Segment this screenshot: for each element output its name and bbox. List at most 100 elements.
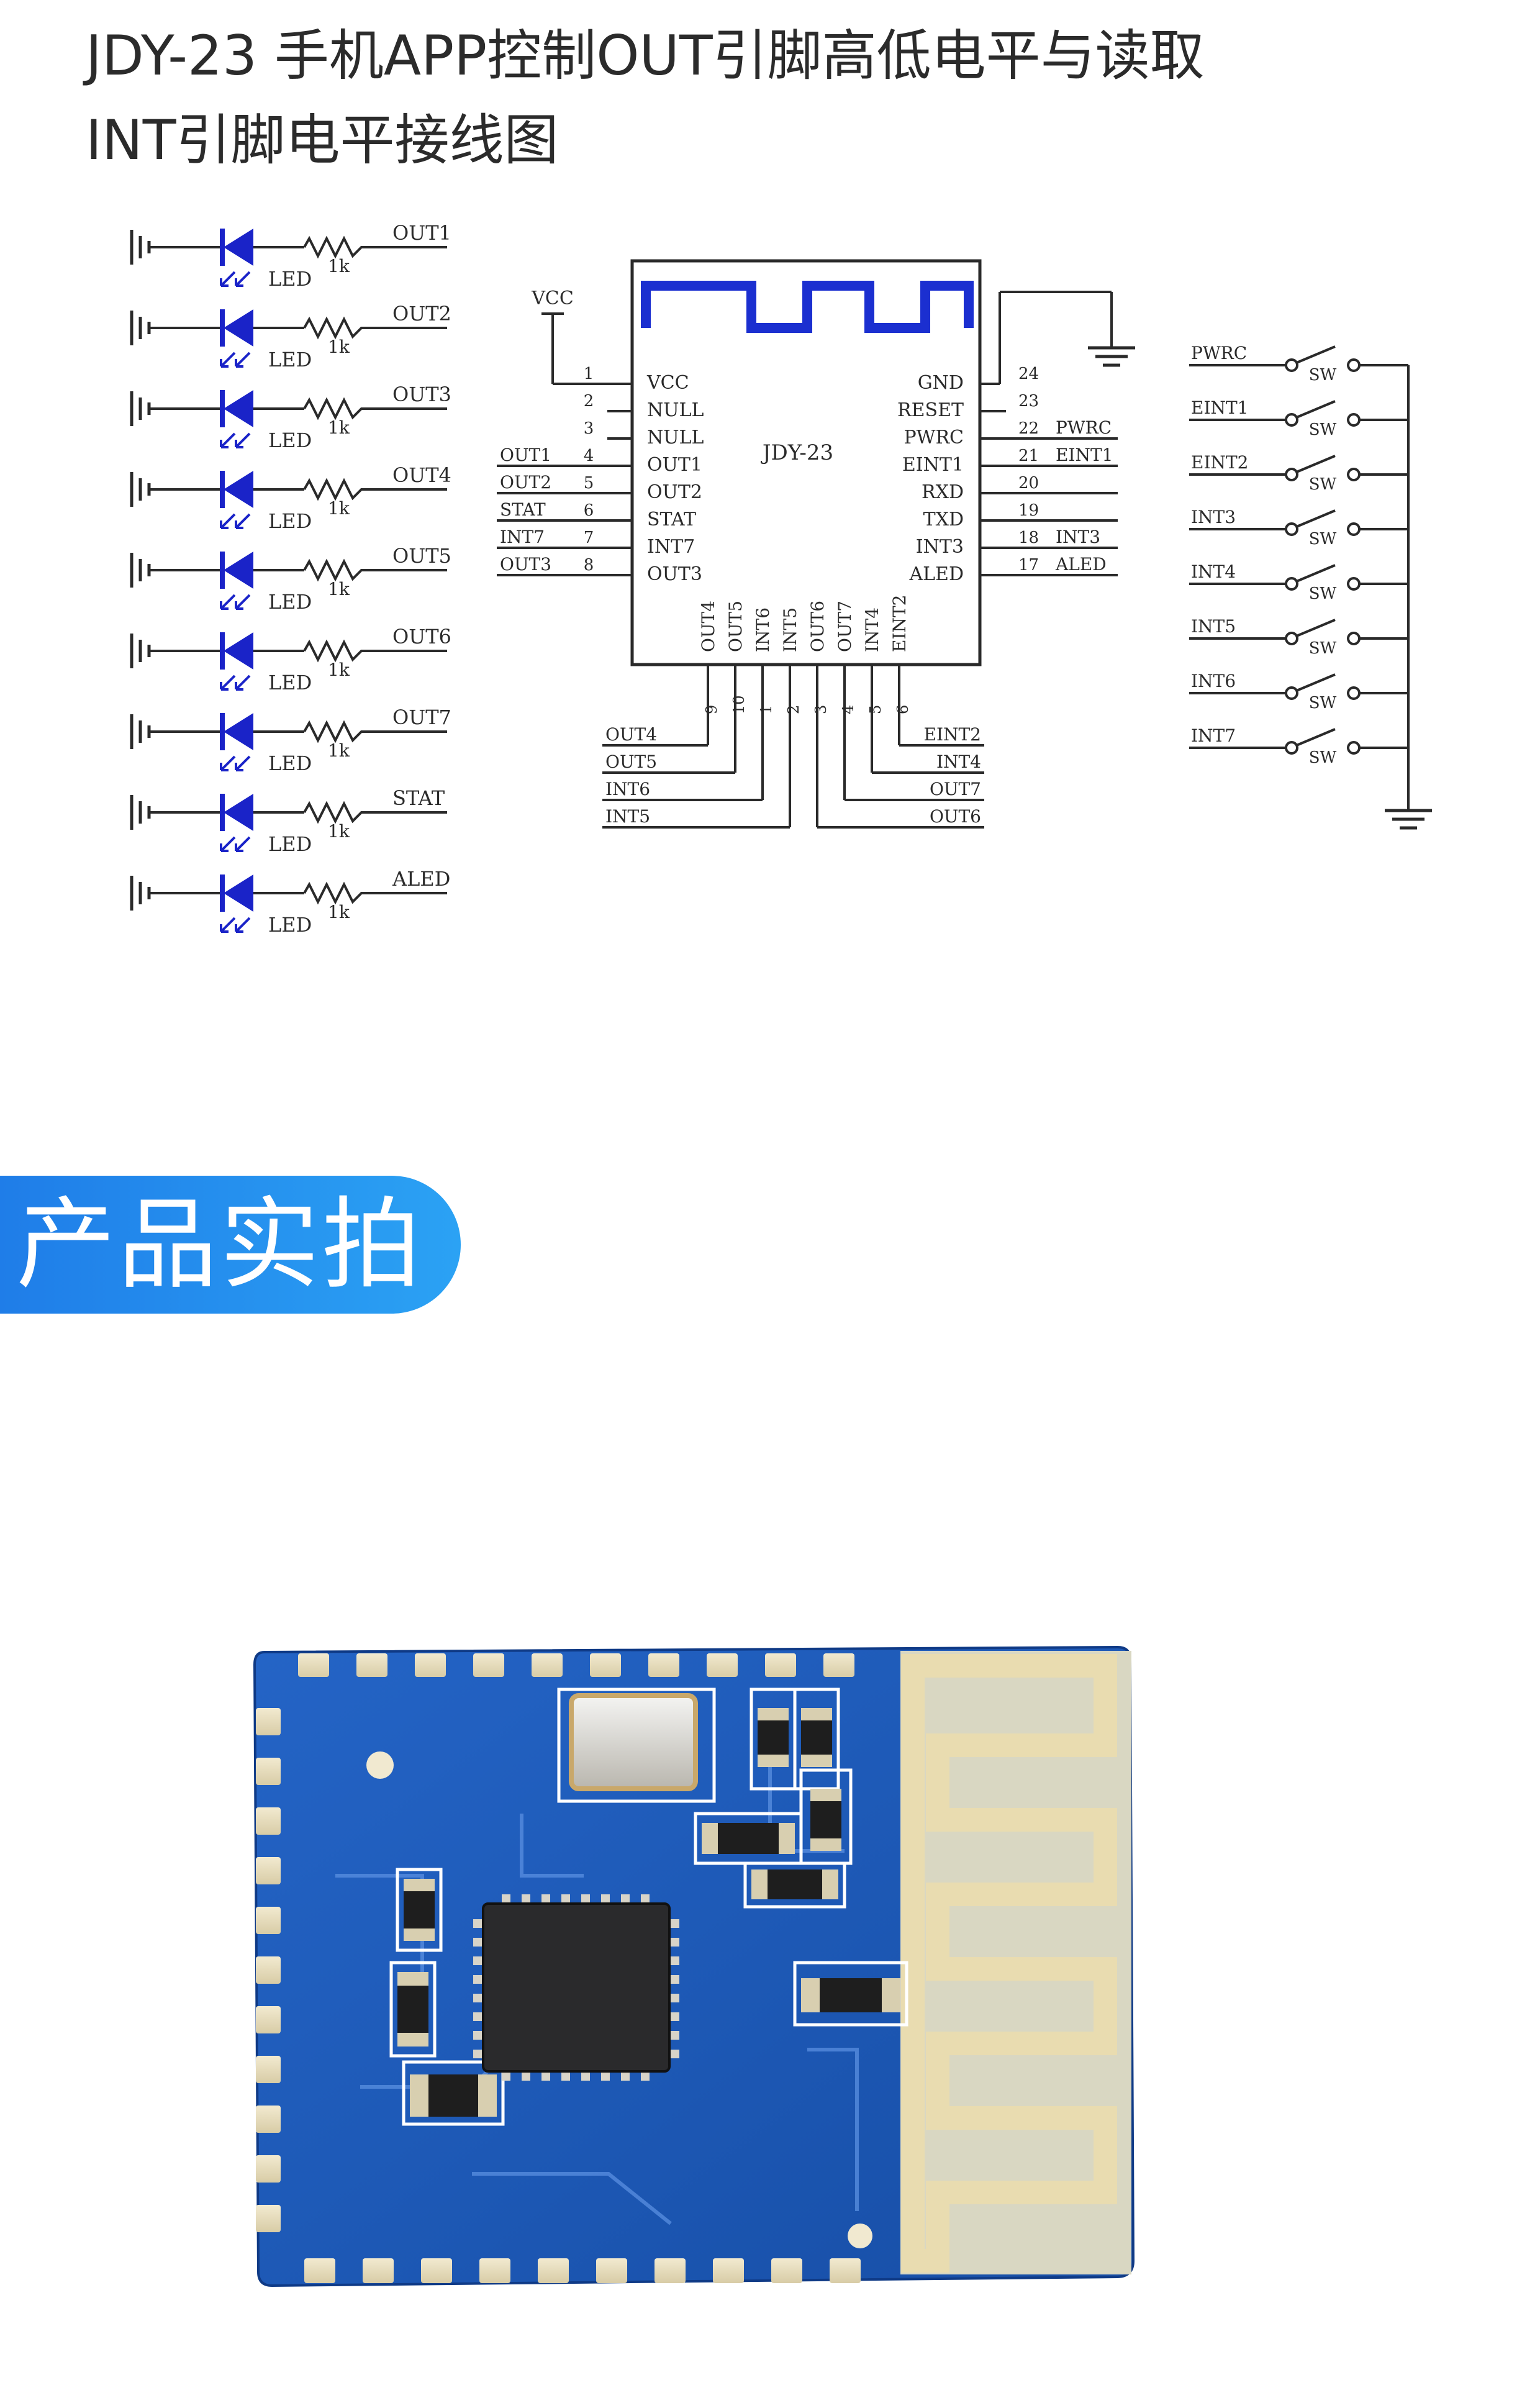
- resistor-label: 1k: [328, 337, 350, 357]
- resistor-label: 1k: [328, 660, 350, 680]
- page-title: JDY-23 手机APP控制OUT引脚高低电平与读取 INT引脚电平接线图: [86, 14, 1452, 183]
- top-pad: [415, 1653, 446, 1677]
- led-label: LED: [268, 267, 312, 291]
- switch-contact: [1285, 468, 1298, 481]
- top-pad: [707, 1653, 738, 1677]
- resistor-icon: [303, 639, 447, 663]
- led-arrow-icon: [235, 352, 251, 368]
- right-net-label: PWRC: [1056, 417, 1112, 438]
- pin-number: 1: [758, 705, 775, 714]
- led-diode-icon: [224, 874, 253, 912]
- bottom-net-label: OUT4: [605, 724, 657, 745]
- pin-name: EINT1: [902, 454, 964, 476]
- switch-contact: [1347, 413, 1361, 427]
- pin-name: STAT: [647, 509, 696, 530]
- product-photo-banner: 产品实拍: [0, 1176, 461, 1314]
- resistor-icon: [303, 801, 447, 824]
- bottom-pad: [596, 2258, 627, 2283]
- vcc-label: VCC: [531, 288, 574, 309]
- pin-number: 20: [1018, 474, 1039, 493]
- chip-body: [630, 259, 982, 666]
- pin-name: RXD: [922, 481, 964, 503]
- led-arrow-icon: [220, 917, 236, 933]
- bottom-pad: [771, 2258, 802, 2283]
- top-pad: [823, 1653, 854, 1677]
- resistor-icon: [303, 478, 447, 501]
- left-pad: [256, 2056, 281, 2083]
- pin-number: 10: [730, 695, 748, 714]
- pin-name: EINT2: [889, 595, 910, 653]
- pin-number: 22: [1018, 419, 1039, 438]
- left-pad: [256, 2205, 281, 2232]
- pin-number: 1: [584, 365, 594, 383]
- led-label: LED: [268, 671, 312, 694]
- led-arrow-icon: [235, 917, 251, 933]
- switch-label: SW: [1309, 366, 1337, 384]
- left-pad: [256, 1708, 281, 1735]
- switch-contact: [1347, 577, 1361, 591]
- left-net-label: OUT2: [500, 472, 551, 493]
- bottom-pad: [363, 2258, 394, 2283]
- switch-label: SW: [1309, 748, 1337, 767]
- led-arrow-icon: [220, 675, 236, 691]
- led-label: LED: [268, 590, 312, 614]
- led-diode-icon: [224, 471, 253, 508]
- top-pad: [765, 1653, 796, 1677]
- led-circuits: LED1kOUT1LED1kOUT2LED1kOUT3LED1kOUT4LED1…: [130, 221, 451, 937]
- switch-net-label: INT6: [1191, 671, 1236, 691]
- left-net-label: OUT1: [500, 445, 551, 465]
- led-label: LED: [268, 752, 312, 775]
- switch-net-label: INT3: [1191, 507, 1236, 527]
- top-pad: [648, 1653, 679, 1677]
- bottom-pad: [830, 2258, 861, 2283]
- left-pad: [256, 1956, 281, 1984]
- resistor-label: 1k: [328, 256, 350, 276]
- pin-name: INT6: [753, 607, 773, 652]
- led-arrow-icon: [235, 755, 251, 771]
- led-arrow-icon: [220, 755, 236, 771]
- switch-net-label: INT4: [1191, 561, 1236, 582]
- pin-number: 2: [785, 705, 802, 714]
- switch-label: SW: [1309, 530, 1337, 548]
- led-arrow-icon: [235, 836, 251, 852]
- right-net-label: ALED: [1055, 554, 1107, 575]
- led-arrow-icon: [235, 271, 251, 287]
- pin-number: 21: [1018, 447, 1039, 465]
- switch-contact: [1285, 577, 1298, 591]
- led-diode-icon: [224, 713, 253, 750]
- pin-number: 8: [584, 556, 594, 575]
- bottom-pad: [479, 2258, 510, 2283]
- pin-number: 23: [1018, 392, 1039, 411]
- left-pad: [256, 2006, 281, 2033]
- banner-text: 产品实拍: [16, 1186, 424, 1302]
- switch-contact: [1347, 522, 1361, 536]
- left-pad: [256, 1857, 281, 1884]
- switch-lever: [1296, 345, 1336, 364]
- switch-net-label: EINT2: [1191, 452, 1249, 473]
- led-net-label: ALED: [392, 867, 450, 891]
- switch-contact: [1285, 522, 1298, 536]
- switch-label: SW: [1309, 584, 1337, 603]
- resistor-label: 1k: [328, 498, 350, 519]
- pin-number: 5: [867, 705, 884, 714]
- right-net-label: INT3: [1056, 527, 1100, 547]
- pin-name: OUT5: [725, 601, 746, 652]
- chip-name: JDY-23: [761, 440, 833, 465]
- pin-name: RESET: [897, 399, 964, 421]
- left-net-label: INT7: [500, 527, 545, 547]
- switch-circuits: PWRCSWEINT1SWEINT2SWINT3SWINT4SWINT5SWIN…: [1189, 343, 1432, 830]
- resistor-label: 1k: [328, 902, 350, 922]
- switch-contact: [1347, 468, 1361, 481]
- led-diode-icon: [224, 552, 253, 589]
- switch-contact: [1347, 632, 1361, 645]
- pin-number: 17: [1018, 556, 1039, 575]
- pin-number: 24: [1018, 365, 1039, 383]
- led-net-label: OUT6: [392, 625, 451, 648]
- pin-name: OUT1: [647, 454, 702, 476]
- switch-net-label: INT5: [1191, 616, 1236, 637]
- switch-label: SW: [1309, 420, 1337, 439]
- top-pad: [298, 1653, 329, 1677]
- led-arrow-icon: [235, 675, 251, 691]
- switch-lever: [1296, 455, 1336, 473]
- led-arrow-icon: [235, 432, 251, 448]
